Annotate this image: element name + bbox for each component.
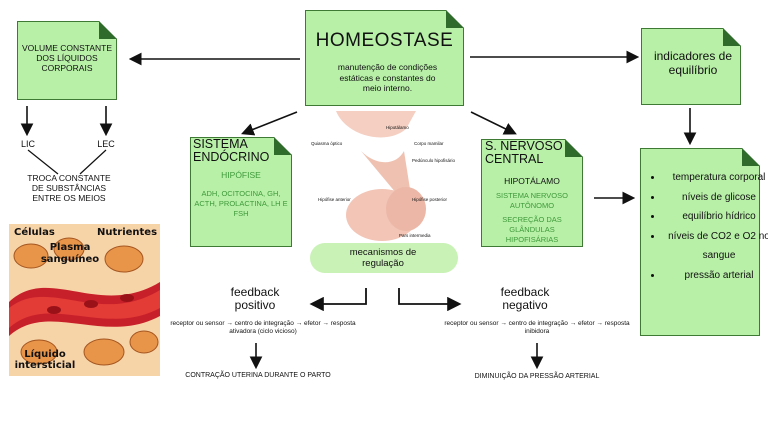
homeostase-fold [446, 10, 464, 28]
mecanismos-pill [310, 243, 458, 273]
nervoso-item2: SECREÇÃO DAS GLÂNDULAS HIPOFISÁRIAS [502, 215, 562, 244]
brain-label-corpo: Corpo mamilar [414, 141, 444, 146]
homeostase-description: manutenção de condições estáticas e cons… [337, 62, 438, 94]
endocrino-box [190, 137, 292, 247]
homeostase-box [305, 10, 464, 106]
cells-label-celulas: Células [14, 227, 55, 238]
nervoso-subtitle: HIPOTÁLAMO [504, 176, 560, 186]
brain-label-posterior: Hipófise posterior [412, 197, 448, 202]
feedback-negativo-example: DIMINUIÇÃO DA PRESSÃO ARTERIAL [474, 373, 600, 380]
endocrino-fold [274, 137, 292, 155]
indicador-item: equilíbrio hídrico [663, 207, 768, 227]
brain-label-anterior: Hipófise anterior [318, 197, 351, 202]
nervoso-title: S. NERVOSO CENTRAL [485, 139, 563, 166]
nervoso-item1: SISTEMA NERVOSO AUTÔNOMO [496, 191, 568, 210]
feedback-positivo-example: CONTRAÇÃO UTERINA DURANTE O PARTO [185, 372, 331, 379]
homeostase-title: HOMEOSTASE [315, 30, 454, 51]
indicadores-list: temperatura corporal níveis de glicose e… [645, 168, 768, 285]
indicador-item: níveis de glicose [663, 188, 768, 208]
endocrino-title: SISTEMA ENDÓCRINO [193, 137, 270, 164]
feedback-negativo-title: feedback negativo [500, 285, 550, 313]
brain-label-quiasma: Quiasma óptico [311, 141, 343, 146]
indicadores-list-fold [742, 148, 760, 166]
cells-label-nutrientes: Nutrientes [97, 227, 158, 238]
nervoso-fold [565, 139, 583, 157]
lic-label: LIC [20, 139, 35, 149]
indicadores-title-fold [723, 28, 741, 46]
nervoso-box [481, 139, 583, 247]
endocrino-subtitle: HIPÓFISE [221, 170, 261, 180]
brain-label-pars: Pars intermedia [399, 233, 431, 238]
feedback-positivo-desc: receptor ou sensor → centro de integraçã… [170, 320, 356, 336]
cells-label-plasma: Plasma sanguíneo [40, 242, 100, 265]
indicadores-title: indicadores de equilíbrio [653, 49, 733, 77]
brain-image [306, 111, 458, 249]
cells-illustration: Células Nutrientes Plasma sanguíneo Líqu… [9, 224, 160, 376]
endocrino-items: ADH, OCITOCINA, GH, ACTH, PROLACTINA, LH… [194, 189, 288, 219]
lec-label: LEC [97, 139, 115, 149]
brain-label-pedunculo: Pedúnculo hipofisário [412, 158, 456, 163]
indicadores-list-box [640, 148, 760, 336]
feedback-positivo-title: feedback positivo [230, 285, 280, 313]
troca-text: TROCA CONSTANTE DE SUBSTÂNCIAS ENTRE OS … [27, 173, 111, 204]
indicador-item: níveis de CO2 e O2 no sangue [663, 227, 768, 266]
mecanismos-label: mecanismos de regulação [349, 247, 417, 269]
brain-illustration: Hipotálamo Quiasma óptico Corpo mamilar … [306, 111, 458, 249]
indicador-item: temperatura corporal [663, 168, 768, 188]
feedback-negativo-desc: receptor ou sensor → centro de integraçã… [444, 320, 630, 336]
volume-fold [99, 21, 117, 39]
indicador-item: pressão arterial [663, 266, 768, 286]
cells-image [9, 224, 160, 376]
volume-text: VOLUME CONSTANTE DOS LÍQUIDOS CORPORAIS [21, 43, 113, 74]
brain-label-hipotalamo: Hipotálamo [386, 125, 409, 130]
cells-label-liquido: Líquido intersticial [14, 349, 76, 371]
